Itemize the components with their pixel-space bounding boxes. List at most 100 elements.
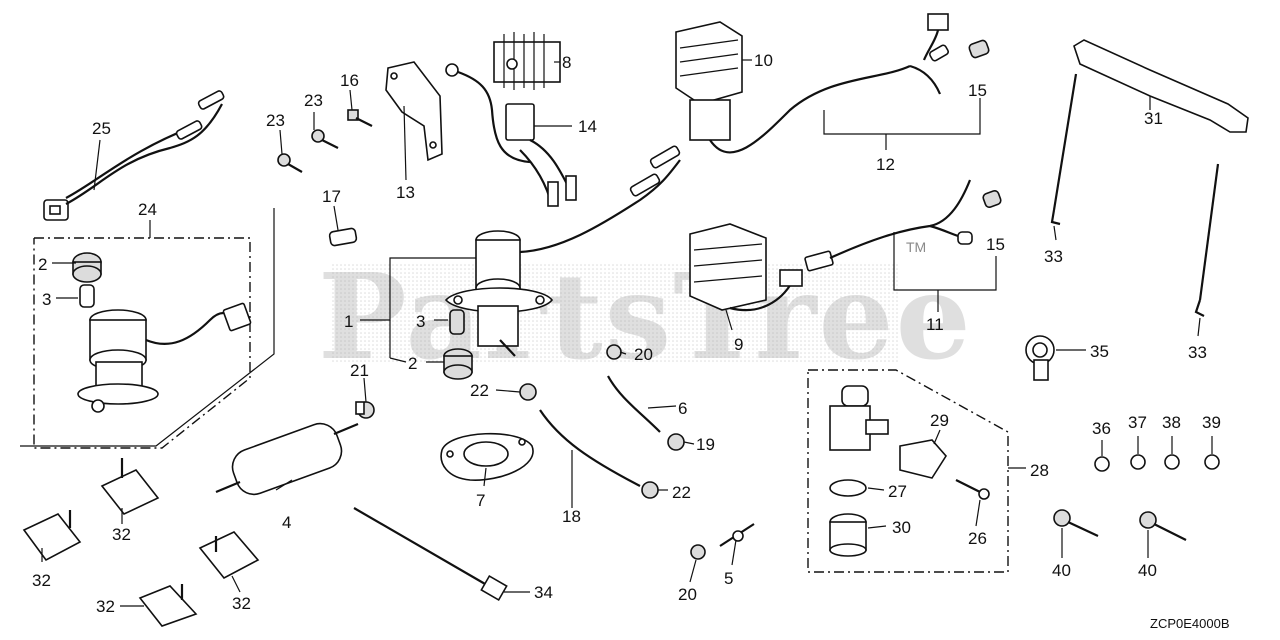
callout-33-a: 33 bbox=[1044, 247, 1063, 266]
callout-37: 37 bbox=[1128, 413, 1147, 432]
callout-38: 38 bbox=[1162, 413, 1181, 432]
callout-39: 39 bbox=[1202, 413, 1221, 432]
part-valve-28 bbox=[829, 385, 889, 451]
callout-40-a: 40 bbox=[1052, 561, 1071, 580]
callout-20-a: 20 bbox=[634, 345, 653, 364]
part-17 bbox=[328, 227, 358, 247]
part-regulator-9 bbox=[689, 223, 803, 312]
callout-5: 5 bbox=[724, 569, 733, 588]
part-harness-25 bbox=[43, 90, 225, 221]
part-screw-16 bbox=[347, 109, 373, 127]
callout-14: 14 bbox=[578, 117, 597, 136]
part-gasket-7 bbox=[440, 432, 534, 481]
callout-18: 18 bbox=[562, 507, 581, 526]
part-clip-38 bbox=[1164, 454, 1180, 470]
part-3-main bbox=[449, 309, 465, 335]
trademark-mark: TM bbox=[906, 239, 926, 255]
part-cushion-32c bbox=[198, 531, 260, 580]
callout-7: 7 bbox=[476, 491, 485, 510]
part-clamp-35 bbox=[1025, 335, 1055, 381]
leader-lines bbox=[41, 59, 1213, 607]
callout-15-b: 15 bbox=[986, 235, 1005, 254]
part-bracket-13 bbox=[385, 61, 443, 162]
callout-11: 11 bbox=[926, 315, 944, 334]
part-heatsink-8 bbox=[493, 32, 561, 90]
callout-29: 29 bbox=[930, 411, 949, 430]
part-rod-33b bbox=[1194, 163, 1220, 317]
part-oring-27 bbox=[829, 479, 867, 497]
callout-32-d: 32 bbox=[96, 597, 115, 616]
part-clamp-22b bbox=[641, 481, 659, 499]
callout-22-b: 22 bbox=[672, 483, 691, 502]
callouts: 25 24 2 3 1 3 2 4 5 6 7 8 9 10 11 12 13 … bbox=[32, 51, 1221, 616]
kit-28-frame bbox=[807, 369, 1009, 573]
part-2-main bbox=[443, 348, 473, 380]
part-tube-6 bbox=[607, 375, 661, 433]
callout-20-b: 20 bbox=[678, 585, 697, 604]
part-cup-30 bbox=[829, 513, 867, 557]
callout-13: 13 bbox=[396, 183, 415, 202]
callout-10: 10 bbox=[754, 51, 773, 70]
callout-36: 36 bbox=[1092, 419, 1111, 438]
callout-31: 31 bbox=[1144, 109, 1163, 128]
callout-23-b: 23 bbox=[266, 111, 285, 130]
part-pump-kit-24 bbox=[72, 252, 252, 413]
callout-17: 17 bbox=[322, 187, 341, 206]
callout-26: 26 bbox=[968, 529, 987, 548]
part-lever-29 bbox=[899, 439, 947, 479]
part-bracket-31 bbox=[1073, 39, 1249, 133]
part-harness-14 bbox=[445, 63, 577, 207]
part-harness-11 bbox=[804, 179, 1002, 272]
callout-22-a: 22 bbox=[470, 381, 489, 400]
callout-15-a: 15 bbox=[968, 81, 987, 100]
part-clamp-19 bbox=[667, 433, 685, 451]
part-cushion-32a bbox=[22, 510, 82, 562]
part-clamp-20b bbox=[690, 544, 706, 560]
kit-24-frame bbox=[20, 208, 275, 449]
callout-12: 12 bbox=[876, 155, 895, 174]
callout-8: 8 bbox=[562, 53, 571, 72]
part-clamp-20a bbox=[606, 344, 622, 360]
part-clip-36 bbox=[1094, 456, 1110, 472]
callout-33-b: 33 bbox=[1188, 343, 1207, 362]
part-bolt-34 bbox=[353, 507, 508, 602]
callout-32-a: 32 bbox=[32, 571, 51, 590]
part-bolt-23b bbox=[277, 153, 303, 173]
part-bolt-23a bbox=[311, 129, 339, 149]
callout-32-c: 32 bbox=[232, 594, 251, 613]
callout-23-a: 23 bbox=[304, 91, 323, 110]
part-clip-39 bbox=[1204, 454, 1220, 470]
part-regulator-10 bbox=[675, 21, 911, 154]
callout-21: 21 bbox=[350, 361, 369, 380]
callout-28: 28 bbox=[1030, 461, 1049, 480]
part-tube-18 bbox=[539, 409, 641, 487]
part-joint-5 bbox=[719, 523, 755, 547]
callout-24: 24 bbox=[138, 200, 157, 219]
part-screw-26 bbox=[955, 479, 990, 500]
callout-27: 27 bbox=[888, 482, 907, 501]
callout-6: 6 bbox=[678, 399, 687, 418]
part-cushion-32b bbox=[100, 458, 160, 515]
callout-32-b: 32 bbox=[112, 525, 131, 544]
part-clamp-21 bbox=[355, 401, 375, 419]
callout-34: 34 bbox=[534, 583, 553, 602]
callout-1: 1 bbox=[344, 312, 353, 331]
callout-16: 16 bbox=[340, 71, 359, 90]
callout-4: 4 bbox=[282, 513, 291, 532]
callout-30: 30 bbox=[892, 518, 911, 537]
callout-3-kit: 3 bbox=[42, 290, 51, 309]
callout-3-main: 3 bbox=[416, 312, 425, 331]
part-harness-12 bbox=[909, 13, 990, 95]
part-bolt-40a bbox=[1053, 509, 1099, 537]
callout-2-main: 2 bbox=[408, 354, 417, 373]
callout-2-kit: 2 bbox=[38, 255, 47, 274]
part-fuel-pump-1 bbox=[444, 145, 681, 357]
diagram-code: ZCP0E4000B bbox=[1150, 616, 1230, 631]
part-clamp-22a bbox=[519, 383, 537, 401]
part-clip-37 bbox=[1130, 454, 1146, 470]
callout-9: 9 bbox=[734, 335, 743, 354]
part-filter-4 bbox=[215, 422, 359, 496]
callout-40-b: 40 bbox=[1138, 561, 1157, 580]
callout-35: 35 bbox=[1090, 342, 1109, 361]
